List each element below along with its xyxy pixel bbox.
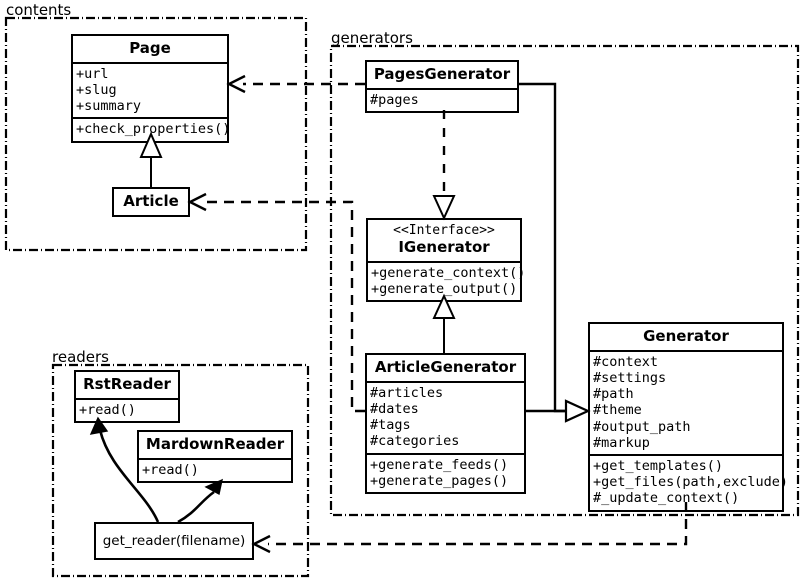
class-stereotype-igenerator: <<Interface>> [393, 223, 495, 238]
realization-arrowhead-igenerator-top [432, 195, 456, 221]
attribute-row: #pages [370, 91, 419, 108]
curved-line-get-reader-mardownreader [177, 490, 215, 524]
class-attributes-articlegenerator: #articles #dates #tags #categories [367, 380, 524, 453]
class-attributes-page: +url +slug +summary [73, 61, 227, 118]
operation-row: +get_files(path,exclude) [593, 474, 789, 491]
operation-row: +generate_pages() [370, 472, 509, 489]
attribute-row: #markup [593, 434, 650, 451]
attribute-row: #output_path [593, 418, 691, 435]
class-operations-page: +check_properties() [73, 117, 231, 140]
class-operations-generator: +get_templates() +get_files(path,exclude… [590, 454, 789, 510]
attribute-row: #tags [370, 417, 411, 434]
class-operations-rstreader: +read() [76, 397, 178, 421]
attribute-row: #settings [593, 370, 667, 386]
operation-row: +check_properties() [76, 121, 231, 138]
class-box-mardownreader[interactable]: MardownReader +read() [137, 430, 293, 483]
class-operations-igenerator: +generate_context() +generate_output() [368, 260, 526, 300]
dependency-arrowhead-page [226, 74, 246, 94]
package-label-generators: generators [331, 29, 413, 47]
aggregation-arrowhead-generator [564, 399, 591, 423]
attribute-row: #dates [370, 401, 419, 417]
attribute-row: +url [76, 65, 109, 82]
class-name-rstreader: RstReader [83, 375, 171, 393]
class-name-page: Page [129, 39, 171, 57]
package-label-readers: readers [52, 348, 109, 366]
class-box-pagesgenerator[interactable]: PagesGenerator #pages [365, 60, 519, 113]
attribute-row: +slug [76, 82, 117, 98]
class-operations-mardownreader: +read() [139, 457, 291, 481]
dependency-arrowhead-article [187, 192, 207, 212]
package-label-contents: contents [6, 1, 72, 19]
operation-row: +get_templates() [593, 458, 724, 475]
class-operations-articlegenerator: +generate_feeds() +generate_pages() [367, 452, 524, 492]
operation-row: +generate_output() [371, 280, 518, 297]
class-name-igenerator: <<Interface>> IGenerator [368, 220, 520, 261]
attribute-row: #categories [370, 433, 460, 450]
class-box-rstreader[interactable]: RstReader +read() [74, 370, 180, 423]
function-label-get-reader: get_reader(filename) [102, 533, 246, 549]
function-box-get-reader[interactable]: get_reader(filename) [94, 522, 254, 560]
class-name-mardownreader: MardownReader [145, 435, 285, 453]
operation-row: +read() [79, 401, 136, 418]
aggregation-line-pagesgenerator-generator [519, 82, 566, 413]
class-attributes-pagesgenerator: #pages [367, 87, 517, 111]
dependency-line-articlegenerator-article [204, 200, 365, 413]
attribute-row: #context [593, 353, 659, 370]
dependency-arrowhead-get-reader [251, 534, 271, 554]
attribute-row: #articles [370, 384, 444, 401]
class-box-article[interactable]: Article [112, 187, 190, 217]
attribute-row: +summary [76, 98, 142, 115]
class-box-articlegenerator[interactable]: ArticleGenerator #articles #dates #tags … [365, 353, 526, 495]
class-box-generator[interactable]: Generator #context #settings #path #them… [588, 322, 789, 512]
operation-row: +read() [142, 461, 199, 478]
class-name-article: Article [123, 192, 179, 210]
class-name-pagesgenerator: PagesGenerator [373, 65, 511, 83]
operation-row: #_update_context() [593, 490, 740, 507]
class-box-page[interactable]: Page +url +slug +summary +check_properti… [71, 34, 231, 143]
class-name-text-igenerator: IGenerator [398, 237, 490, 256]
operation-row: +generate_context() [371, 264, 526, 281]
operation-row: +generate_feeds() [370, 456, 509, 473]
class-name-generator: Generator [643, 327, 729, 345]
class-name-articlegenerator: ArticleGenerator [374, 358, 517, 376]
class-attributes-generator: #context #settings #path #theme #output_… [590, 349, 782, 454]
class-box-igenerator[interactable]: <<Interface>> IGenerator +generate_conte… [366, 218, 526, 303]
attribute-row: #theme [593, 402, 642, 419]
attribute-row: #path [593, 386, 634, 403]
